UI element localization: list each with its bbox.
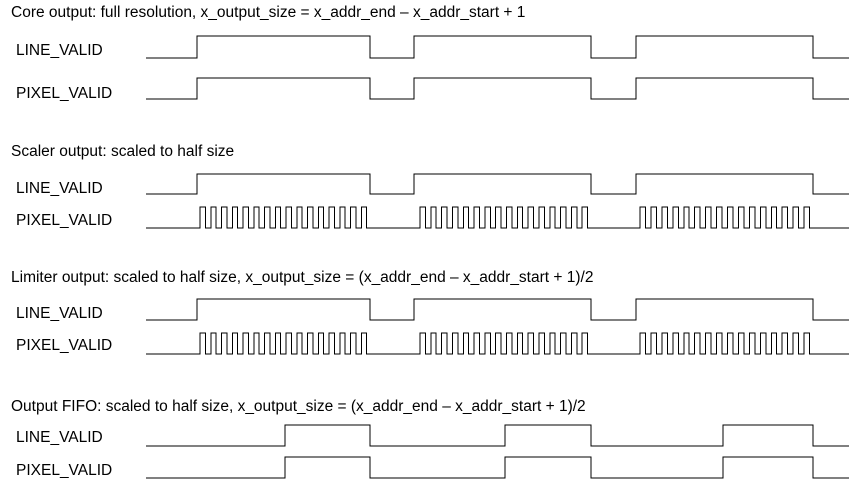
limiter-pixel-valid-waveform <box>146 332 849 355</box>
section-title-scaler-output: Scaler output: scaled to half size <box>11 143 235 160</box>
section-title-limiter-output: Limiter output: scaled to half size, x_o… <box>11 269 594 286</box>
core-line-valid-waveform <box>146 35 849 59</box>
scaler-pixel-valid-label: PIXEL_VALID <box>16 212 113 229</box>
core-line-valid-label: LINE_VALID <box>16 42 103 59</box>
section-title-output-fifo: Output FIFO: scaled to half size, x_outp… <box>11 398 586 415</box>
core-pixel-valid-waveform <box>146 77 849 100</box>
limiter-pixel-valid-label: PIXEL_VALID <box>16 337 113 354</box>
fifo-line-valid-waveform <box>146 424 849 447</box>
fifo-pixel-valid-waveform <box>146 456 849 479</box>
scaler-pixel-valid-waveform <box>146 206 849 229</box>
fifo-pixel-valid-label: PIXEL_VALID <box>16 462 113 479</box>
core-pixel-valid-label: PIXEL_VALID <box>16 85 113 102</box>
section-title-core-output: Core output: full resolution, x_output_s… <box>11 4 526 21</box>
fifo-line-valid-label: LINE_VALID <box>16 429 103 446</box>
limiter-line-valid-waveform <box>146 298 849 321</box>
limiter-line-valid-label: LINE_VALID <box>16 305 103 322</box>
scaler-line-valid-waveform <box>146 173 849 195</box>
scaler-line-valid-label: LINE_VALID <box>16 180 103 197</box>
